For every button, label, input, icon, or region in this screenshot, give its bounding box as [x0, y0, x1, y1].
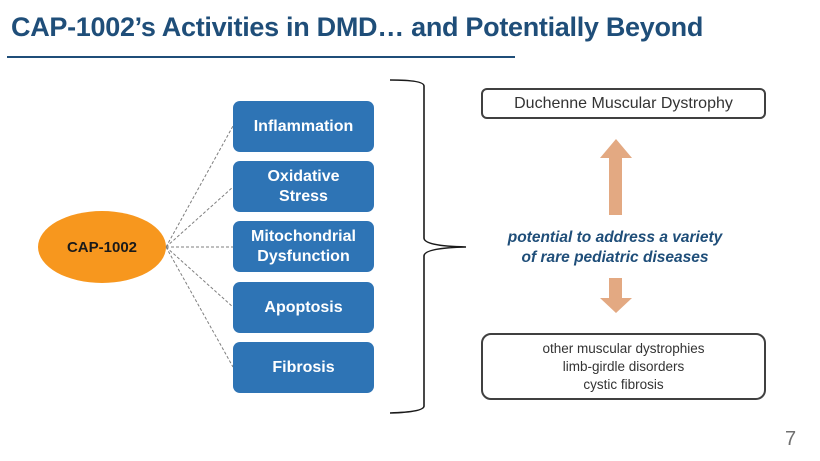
curly-brace	[389, 79, 467, 414]
slide-title: CAP-1002’s Activities in DMD… and Potent…	[11, 12, 704, 42]
other-disease-item: other muscular dystrophies	[542, 340, 705, 356]
activity-label-line1: Oxidative	[267, 167, 340, 185]
activity-label: Apoptosis	[264, 298, 343, 316]
connector-fibrosis	[165, 246, 234, 368]
title-underline	[7, 56, 515, 58]
activity-box-oxidative-stress: Oxidative Stress	[233, 161, 374, 212]
activity-label-line2: Dysfunction	[257, 247, 350, 265]
potential-line2: of rare pediatric diseases	[521, 249, 709, 266]
cap-1002-label: CAP-1002	[66, 238, 138, 256]
potential-statement: potential to address a variety of rare p…	[470, 228, 760, 268]
activity-label-line2: Stress	[279, 187, 328, 205]
connector-apoptosis	[165, 246, 234, 308]
activity-label: Inflammation	[253, 117, 354, 135]
arrow-up-icon	[600, 139, 632, 215]
activity-box-fibrosis: Fibrosis	[233, 342, 374, 393]
other-disease-item: cystic fibrosis	[583, 376, 664, 392]
other-diseases-box: other muscular dystrophies limb-girdle d…	[481, 333, 766, 400]
connector-oxidative-stress	[165, 186, 234, 248]
connector-inflammation	[165, 125, 234, 248]
dmd-label: Duchenne Muscular Dystrophy	[514, 94, 733, 112]
other-disease-item: limb-girdle disorders	[562, 358, 685, 374]
arrow-down-icon	[600, 278, 632, 313]
dmd-box: Duchenne Muscular Dystrophy	[481, 88, 766, 119]
potential-line1: potential to address a variety	[507, 229, 723, 246]
activity-box-mitochondrial-dysfunction: Mitochondrial Dysfunction	[233, 221, 374, 272]
page-number: 7	[785, 428, 797, 450]
activity-label-line1: Mitochondrial	[251, 227, 356, 245]
activity-box-inflammation: Inflammation	[233, 101, 374, 152]
activity-label: Fibrosis	[272, 358, 335, 376]
dashed-connectors	[165, 125, 234, 368]
cap-1002-oval: CAP-1002	[38, 211, 166, 283]
activity-box-apoptosis: Apoptosis	[233, 282, 374, 333]
